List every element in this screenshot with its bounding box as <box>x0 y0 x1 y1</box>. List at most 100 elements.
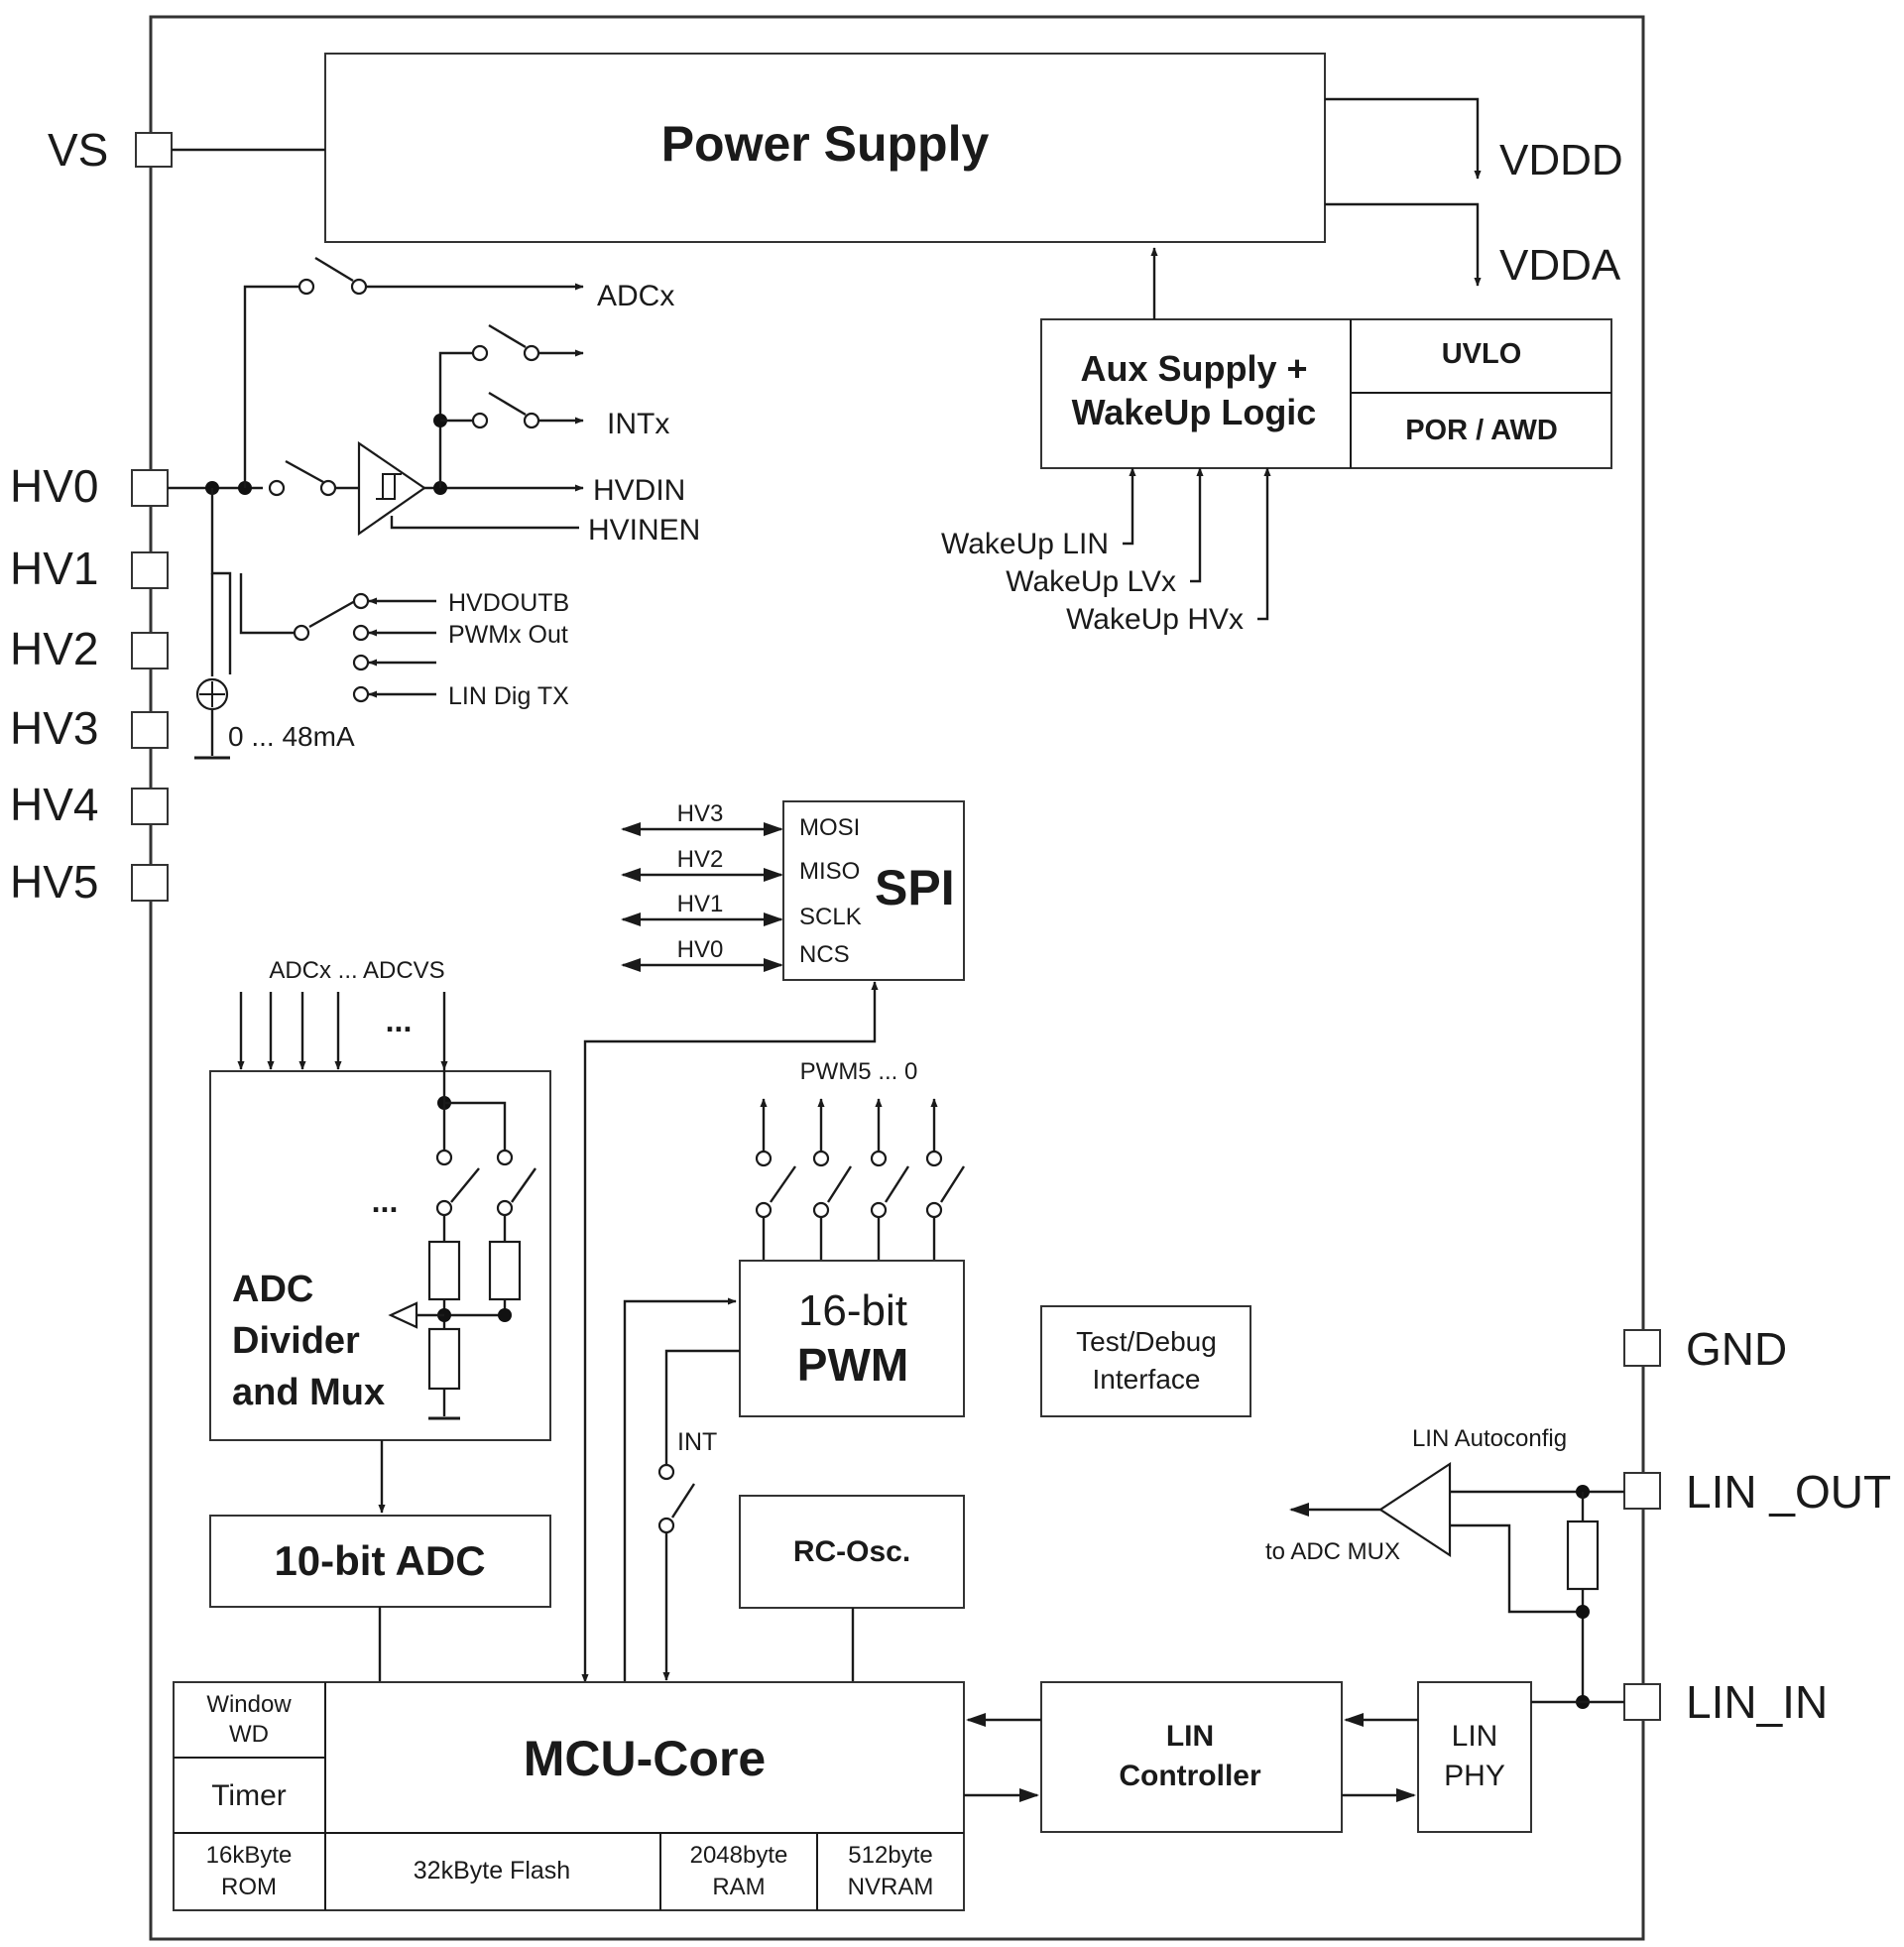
aux-supply-block: Aux Supply + WakeUp Logic UVLO POR / AWD <box>1040 318 1612 469</box>
lin-phy-block: LIN PHY <box>1417 1681 1532 1833</box>
pin-hv0: HV0 <box>10 460 169 512</box>
test-debug-title-2: Interface <box>1093 1364 1201 1395</box>
spi-mosi-label: MOSI <box>799 814 860 841</box>
adc-title: 10-bit ADC <box>274 1537 485 1584</box>
wakeup-lin-arrow <box>1123 467 1136 546</box>
comparator-icon <box>357 440 426 537</box>
window-wd-label-2: WD <box>229 1721 269 1748</box>
chip-outline <box>149 15 1645 1941</box>
wakeup-lvx-arrow <box>1190 467 1204 583</box>
lin-autoconfig-label: LIN Autoconfig <box>1412 1425 1567 1452</box>
power-supply-title: Power Supply <box>661 116 990 172</box>
int-switch <box>670 1483 696 1519</box>
adc-mux-title-1: ADC <box>232 1269 313 1310</box>
pin-hv5-label: HV5 <box>10 856 98 908</box>
lin-dig-tx-label: LIN Dig TX <box>448 682 569 710</box>
pin-lin-out-label: LIN _OUT <box>1686 1466 1891 1518</box>
flash-label: 32kByte Flash <box>414 1857 570 1885</box>
pin-hv0-label: HV0 <box>10 460 98 512</box>
lin-autoconfig: LIN Autoconfig to ADC MUX <box>1265 1425 1624 1709</box>
wakeup-hvx-arrow <box>1257 467 1271 621</box>
wakeup-hvx-label: WakeUp HVx <box>1066 603 1244 636</box>
spi-miso-label: MISO <box>799 858 860 885</box>
spi-hv2-label: HV2 <box>677 846 724 873</box>
por-awd-label: POR / AWD <box>1405 415 1558 446</box>
current-range-label: 0 ... 48mA <box>228 721 355 752</box>
adc-mux-title-2: Divider <box>232 1320 360 1362</box>
aux-supply-title-2: WakeUp Logic <box>1072 392 1317 432</box>
hv-io-stage: ADCx HVDIN HVINEN INTx <box>168 256 700 760</box>
pwm-switches <box>755 1098 966 1261</box>
mcu-spi-link <box>581 981 879 1683</box>
power-supply-block: Power Supply <box>324 53 1326 243</box>
spi-hv3-label: HV3 <box>677 800 724 827</box>
intx-label: INTx <box>607 408 669 440</box>
pin-vs-label: VS <box>48 124 108 176</box>
adc-inputs-label: ADCx ... ADCVS <box>269 957 444 984</box>
uvlo-label: UVLO <box>1442 338 1522 370</box>
vddd-arrow <box>1325 97 1482 180</box>
adc-inputs-dots: ... <box>386 1003 413 1038</box>
mcu-core-title: MCU-Core <box>524 1731 766 1786</box>
aux-supply-title-1: Aux Supply + <box>1080 348 1307 389</box>
hvinen-label: HVINEN <box>588 514 700 547</box>
lin-controller-title-2: Controller <box>1119 1760 1261 1792</box>
vdda-arrow <box>1325 202 1482 287</box>
pin-hv4: HV4 <box>10 779 169 830</box>
vdda-label: VDDA <box>1499 241 1621 290</box>
spi-block: MOSI MISO SCLK NCS SPI <box>782 800 965 981</box>
pin-hv3-label: HV3 <box>10 702 98 754</box>
resistor-icon <box>1566 1520 1600 1591</box>
adc-block: 10-bit ADC <box>209 1515 551 1608</box>
pwm-int-label: INT <box>677 1428 717 1456</box>
pin-hv1-label: HV1 <box>10 543 98 594</box>
resistor-icon <box>488 1240 522 1301</box>
pin-lin-in: LIN_IN <box>1623 1676 1828 1728</box>
rc-osc-title: RC-Osc. <box>793 1535 910 1568</box>
ram-label-2: RAM <box>712 1874 765 1900</box>
lin-controller-title-1: LIN <box>1166 1720 1214 1753</box>
wakeup-lin-label: WakeUp LIN <box>941 528 1109 560</box>
lin-autoconfig-amp-icon <box>1377 1461 1452 1558</box>
spi-hv1-label: HV1 <box>677 891 724 917</box>
spi-ncs-label: NCS <box>799 941 850 968</box>
pwm-int-line <box>664 1349 740 1464</box>
adc-divider-mux-block: ... ADC Divider and Mux <box>209 1069 551 1441</box>
lin-phy-title-1: LIN <box>1452 1720 1498 1753</box>
pin-lin-in-label: LIN_IN <box>1686 1676 1828 1728</box>
pwm-title-1: 16-bit <box>798 1286 907 1335</box>
spi-hv0-label: HV0 <box>677 936 724 963</box>
spi-title: SPI <box>875 860 955 915</box>
rc-osc-block: RC-Osc. <box>739 1495 965 1609</box>
hvdin-label: HVDIN <box>593 474 685 507</box>
pin-hv2-label: HV2 <box>10 623 98 674</box>
lin-phy-title-2: PHY <box>1444 1760 1505 1792</box>
mcu-core-block: MCU-Core Window WD Timer 16kByte ROM 32k… <box>173 1681 965 1911</box>
spi-sclk-label: SCLK <box>799 904 862 930</box>
test-debug-block: Test/Debug Interface <box>1040 1305 1251 1417</box>
pin-vs: VS <box>48 124 173 176</box>
adc-mux-dots: ... <box>372 1183 399 1219</box>
pwm-block: 16-bit PWM <box>739 1260 965 1417</box>
pin-hv3: HV3 <box>10 702 169 754</box>
nvram-label-1: 512byte <box>848 1842 932 1869</box>
rom-label-2: ROM <box>221 1874 277 1900</box>
pin-hv5: HV5 <box>10 856 169 908</box>
pin-gnd-label: GND <box>1686 1323 1787 1375</box>
window-wd-label-1: Window <box>206 1691 292 1718</box>
lin-controller-block: LIN Controller <box>1040 1681 1343 1833</box>
to-adc-mux-label: to ADC MUX <box>1265 1538 1400 1565</box>
test-debug-title-1: Test/Debug <box>1076 1326 1217 1357</box>
pin-gnd: GND <box>1623 1323 1787 1375</box>
vddd-label: VDDD <box>1499 136 1623 184</box>
adc-mux-title-3: and Mux <box>232 1372 385 1413</box>
rom-label-1: 16kByte <box>206 1842 293 1869</box>
pwm-outputs-label: PWM5 ... 0 <box>800 1058 918 1085</box>
wakeup-lvx-label: WakeUp LVx <box>1006 565 1176 598</box>
ram-label-1: 2048byte <box>690 1842 788 1869</box>
pin-hv1: HV1 <box>10 543 169 594</box>
tap-arrow-icon <box>388 1301 418 1329</box>
mcu-to-pwm-arrow <box>623 1297 737 1682</box>
adcx-label: ADCx <box>597 280 674 312</box>
